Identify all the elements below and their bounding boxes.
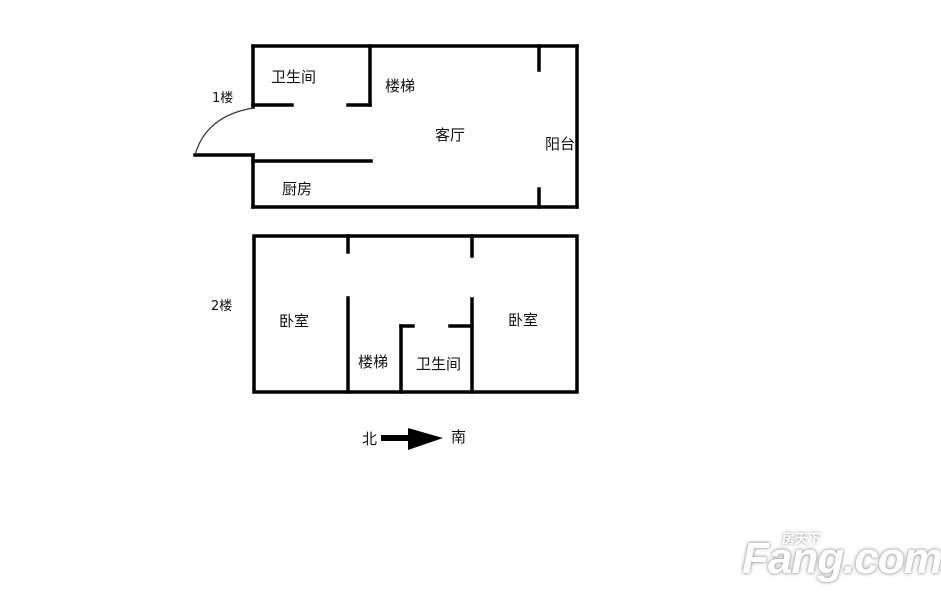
room-label-stairs-1f: 楼梯 — [385, 77, 416, 95]
fang-watermark: Fang.com 房天下 — [742, 528, 941, 588]
room-label-bathroom-1f: 卫生间 — [271, 68, 317, 86]
room-label-bedroom-south: 卧室 — [508, 311, 539, 329]
room-label-balcony: 阳台 — [545, 135, 576, 153]
floor-1-walls — [193, 44, 579, 209]
room-label-living-room: 客厅 — [435, 126, 466, 144]
floor-2-walls — [252, 234, 579, 394]
door-swing-arc — [194, 107, 254, 156]
room-label-stairs-2f: 楼梯 — [358, 353, 389, 371]
watermark-brand: Fang.com — [742, 534, 941, 583]
room-label-bathroom-2f: 卫生间 — [416, 355, 462, 373]
room-label-kitchen: 厨房 — [282, 180, 313, 198]
compass-north-label: 北 — [362, 430, 378, 448]
watermark-brand-cn: 房天下 — [782, 532, 822, 547]
compass-south-label: 南 — [451, 428, 467, 446]
room-label-bedroom-north: 卧室 — [279, 312, 310, 330]
floor-2-label: 2楼 — [211, 299, 233, 314]
arrow-right-icon — [381, 428, 443, 450]
floor-1-label: 1楼 — [212, 91, 234, 106]
